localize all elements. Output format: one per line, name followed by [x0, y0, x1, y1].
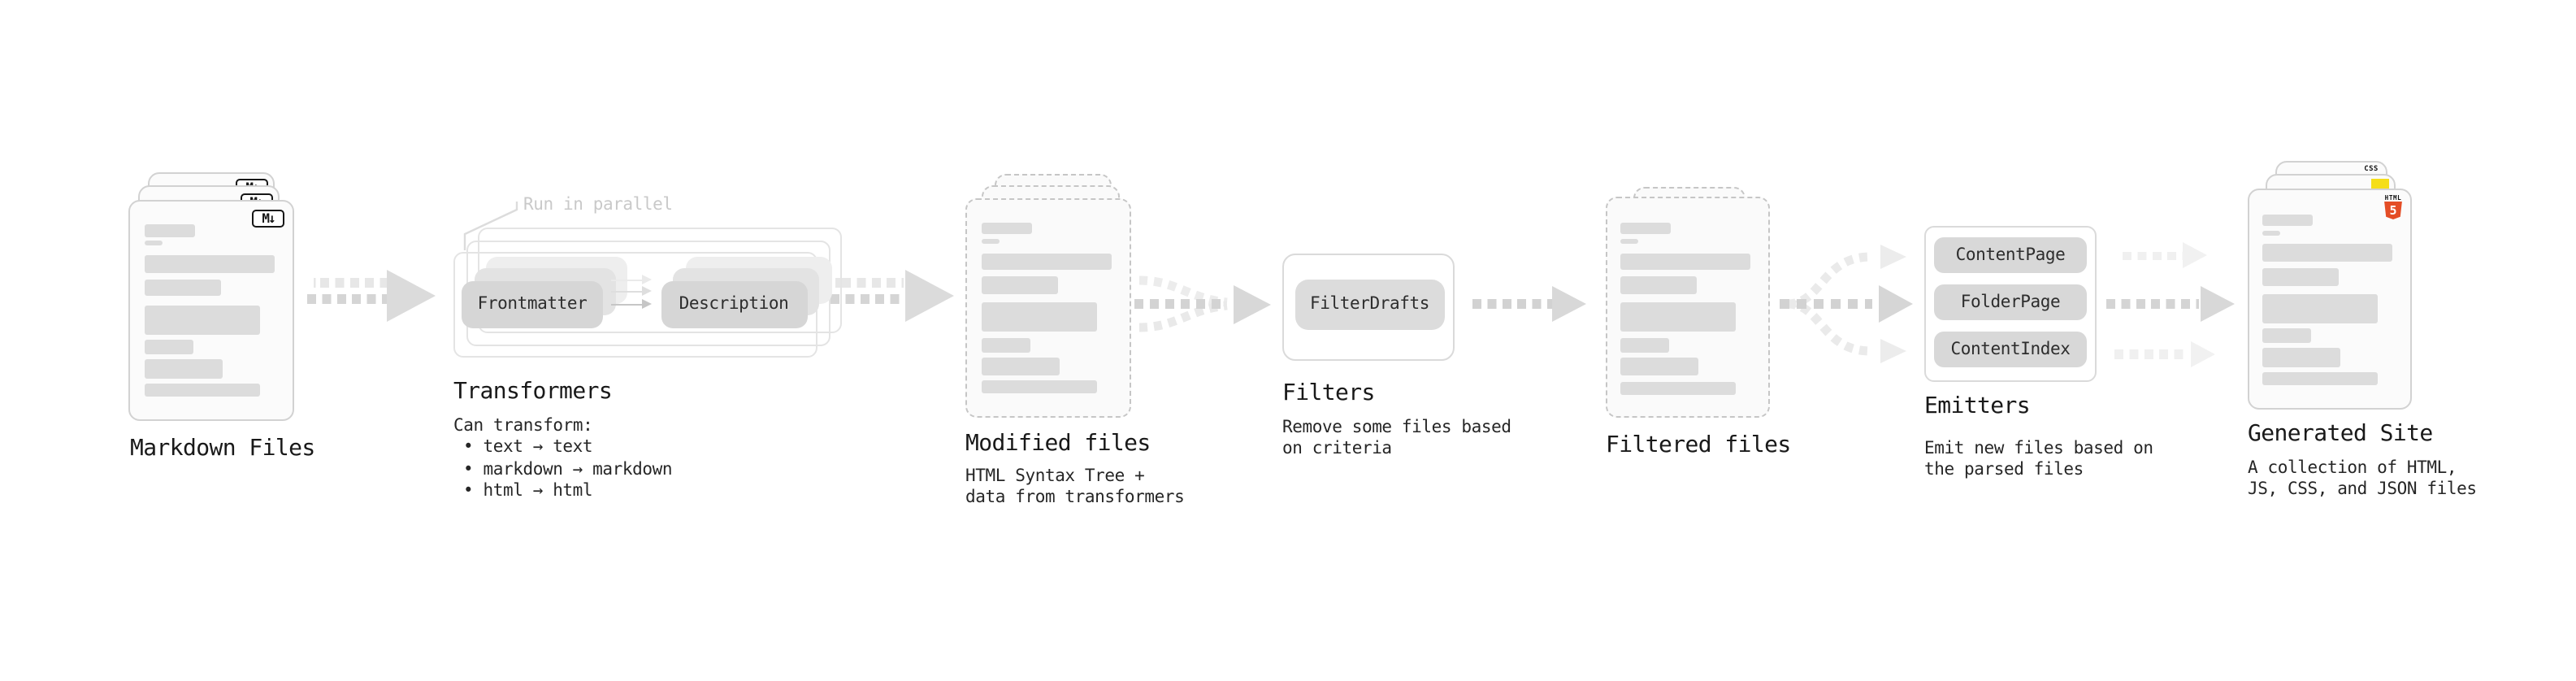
skeleton-bar — [982, 223, 1032, 235]
modified-file-card-front — [965, 197, 1131, 417]
skeleton-bar — [982, 380, 1097, 394]
emitters-subtitle: the parsed files — [1924, 459, 2084, 479]
emitters-subtitle: Emit new files based on — [1924, 438, 2153, 458]
arrow-dash-row — [830, 294, 905, 304]
skeleton-bar — [1620, 357, 1698, 376]
filters-title: Filters — [1282, 380, 1375, 406]
markdown-icon: M↓ — [252, 209, 284, 227]
transformers-bullet: • text → text — [463, 437, 593, 457]
mini-arrow-line — [611, 280, 642, 282]
generated-html-card: HTML 5 — [2247, 189, 2412, 409]
arrow-dash-row — [1472, 299, 1552, 309]
transformers-subtitle: Can transform: — [453, 416, 593, 436]
filters-subtitle: Remove some files based — [1282, 417, 1511, 436]
skeleton-bar — [145, 241, 163, 246]
contentindex-pill: ContentIndex — [1934, 332, 2087, 367]
run-in-parallel-note: Run in parallel — [523, 194, 673, 214]
skeleton-bar — [982, 253, 1112, 271]
filters-subtitle: on criteria — [1282, 438, 1392, 458]
arrowhead — [2183, 242, 2212, 268]
skeleton-bar — [1620, 253, 1751, 271]
arrowhead — [2201, 286, 2240, 322]
skeleton-bar — [1620, 337, 1670, 353]
skeleton-bar — [2262, 230, 2280, 236]
skeleton-bar — [1620, 276, 1698, 294]
modified-files-subtitle: data from transformers — [965, 487, 1185, 506]
skeleton-bar — [2262, 372, 2379, 386]
html5-icon: HTML 5 — [2383, 193, 2404, 219]
skeleton-bar — [1620, 238, 1638, 244]
mini-arrow-line — [611, 291, 642, 293]
skeleton-bar — [145, 255, 275, 273]
skeleton-bar — [2262, 244, 2393, 262]
skeleton-bar — [1620, 222, 1672, 235]
mini-arrow-line — [611, 304, 642, 306]
arrow-dash-row — [314, 278, 387, 287]
generated-site-subtitle: JS, CSS, and JSON files — [2248, 479, 2477, 499]
arrowhead — [1552, 285, 1591, 321]
arrow-dash-row — [2114, 349, 2189, 358]
markdown-files-title: Markdown Files — [130, 436, 315, 462]
skeleton-bar — [982, 238, 1000, 245]
emitters-title: Emitters — [1924, 393, 2031, 419]
arrow-dash-row — [835, 278, 904, 287]
skeleton-bar — [2262, 214, 2314, 226]
mini-arrowhead — [642, 275, 657, 285]
skeleton-bar — [145, 305, 260, 335]
skeleton-bar — [2262, 294, 2379, 324]
skeleton-bar — [982, 337, 1030, 353]
skeleton-bar — [2262, 328, 2312, 344]
skeleton-bar — [145, 359, 222, 379]
description-pill: Description — [661, 280, 807, 327]
arrowhead — [905, 270, 959, 322]
markdown-file-card-front: M↓ — [128, 199, 294, 420]
folderpage-pill: FolderPage — [1934, 284, 2087, 320]
skeleton-bar — [145, 279, 221, 297]
arrow-filtered-to-emitters — [1780, 245, 1913, 363]
modified-files-subtitle: HTML Syntax Tree + — [965, 466, 1145, 485]
skeleton-bar — [2262, 268, 2340, 286]
filtered-files-title: Filtered files — [1606, 432, 1791, 458]
skeleton-bar — [145, 340, 193, 355]
generated-site-title: Generated Site — [2248, 420, 2433, 446]
mini-arrowhead — [642, 286, 657, 297]
modified-files-title: Modified files — [965, 430, 1151, 456]
mini-arrowhead — [642, 299, 657, 310]
generated-site-subtitle: A collection of HTML, — [2248, 458, 2457, 478]
arrowhead — [2191, 340, 2220, 367]
arrow-dash-row — [2123, 251, 2183, 260]
run-in-parallel-leader-line — [463, 202, 518, 250]
skeleton-bar — [982, 357, 1059, 376]
contentpage-pill: ContentPage — [1934, 237, 2087, 273]
frontmatter-pill: Frontmatter — [462, 280, 603, 327]
skeleton-bar — [145, 224, 195, 237]
arrow-dash-row — [307, 294, 387, 304]
transformers-bullet: • html → html — [463, 481, 593, 501]
skeleton-bar — [1620, 302, 1737, 332]
transformers-bullet: • markdown → markdown — [463, 459, 673, 479]
js-icon — [2370, 178, 2389, 189]
arrowhead — [387, 270, 440, 322]
skeleton-bar — [982, 302, 1097, 332]
arrow-modified-to-filters — [1134, 275, 1271, 332]
arrow-dash-row — [2106, 299, 2199, 309]
transformers-title: Transformers — [453, 378, 613, 404]
filtered-file-card-front — [1605, 197, 1770, 418]
filterdrafts-pill: FilterDrafts — [1295, 279, 1445, 329]
skeleton-bar — [145, 384, 260, 397]
skeleton-bar — [1620, 381, 1737, 395]
skeleton-bar — [2262, 348, 2340, 367]
skeleton-bar — [982, 276, 1058, 294]
